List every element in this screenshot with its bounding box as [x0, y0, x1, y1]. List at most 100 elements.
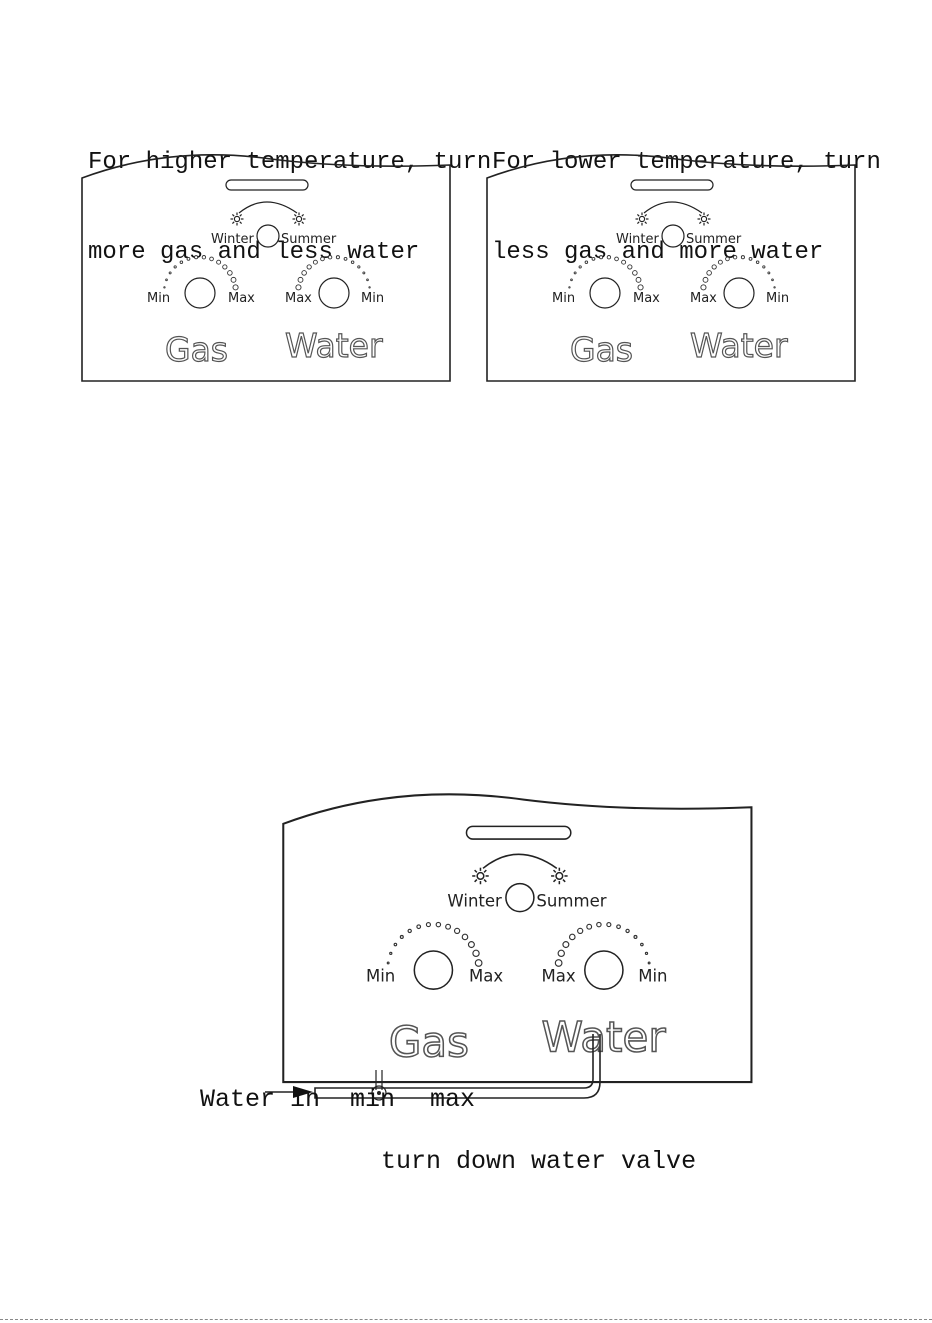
- summer-label: Summer: [536, 892, 606, 911]
- display-window: [465, 825, 572, 840]
- water-title: Water: [690, 326, 788, 365]
- level-dot: [216, 259, 222, 265]
- water-max-label: Max: [542, 967, 576, 986]
- water-knob[interactable]: [723, 277, 755, 309]
- caption-lower-line1: For lower temperature, turn: [492, 149, 881, 176]
- level-dot: [706, 270, 712, 276]
- sun-icon: [292, 212, 306, 226]
- valve-max-label: max: [430, 1085, 476, 1114]
- level-dot: [335, 255, 340, 260]
- summer-label: Summer: [686, 232, 742, 247]
- gas-level-dots: [386, 921, 483, 967]
- level-dot: [407, 928, 412, 934]
- gas-title: Gas: [165, 330, 228, 369]
- gas-level-dots: [568, 255, 644, 291]
- level-dot: [562, 941, 570, 949]
- water-knob[interactable]: [318, 277, 350, 309]
- gas-knob[interactable]: [184, 277, 216, 309]
- display-window: [630, 179, 714, 191]
- level-dot: [725, 256, 730, 262]
- gas-min-label: Min: [552, 291, 575, 306]
- level-dot: [209, 256, 214, 262]
- level-dot: [568, 933, 576, 941]
- season-arc: [482, 853, 558, 869]
- level-dot: [568, 286, 571, 289]
- water-inlet-pipe: [265, 1034, 601, 1101]
- level-dot: [435, 921, 442, 928]
- level-dot: [700, 284, 707, 291]
- level-dot: [637, 284, 644, 291]
- gas-max-label: Max: [469, 967, 503, 986]
- season-knob[interactable]: [661, 224, 685, 248]
- gas-knob[interactable]: [589, 277, 621, 309]
- level-dot: [194, 255, 199, 260]
- season-knob[interactable]: [505, 882, 535, 913]
- level-dot: [453, 927, 461, 935]
- level-dot: [327, 255, 333, 260]
- level-dot: [232, 284, 239, 291]
- level-dot: [312, 259, 318, 265]
- level-dot: [586, 923, 593, 930]
- level-dot: [596, 921, 602, 928]
- season-arc: [643, 201, 703, 214]
- level-dot: [702, 276, 709, 283]
- winter-label: Winter: [211, 232, 255, 247]
- level-dot: [472, 949, 480, 958]
- level-dot: [297, 276, 304, 283]
- level-dot: [578, 265, 582, 269]
- level-dot: [732, 255, 738, 260]
- panel-outline: [282, 793, 753, 1084]
- level-dot: [222, 264, 228, 270]
- level-dot: [570, 278, 573, 282]
- water-valve-knob[interactable]: [371, 1085, 387, 1101]
- level-dot: [771, 278, 774, 282]
- water-max-label: Max: [690, 291, 717, 306]
- level-dot: [425, 922, 432, 928]
- level-dot: [640, 942, 644, 947]
- valve-min-label-wrap: min: [320, 1056, 395, 1114]
- level-dot: [368, 286, 371, 289]
- sun-icon: [230, 212, 244, 226]
- level-dot: [614, 256, 619, 262]
- valve-water-in-label: Water in: [170, 1056, 320, 1114]
- level-dot: [625, 928, 630, 934]
- level-dot: [616, 924, 621, 930]
- valve-max-label-wrap: max: [400, 1056, 475, 1114]
- level-dot: [627, 264, 633, 270]
- display-window: [225, 179, 309, 191]
- page-footer-rule: [0, 1319, 932, 1320]
- level-dot: [350, 260, 355, 264]
- season-knob[interactable]: [256, 224, 280, 248]
- level-dot: [416, 924, 422, 930]
- water-level-dots: [554, 921, 651, 967]
- level-dot: [762, 265, 766, 269]
- water-title: Water: [542, 1013, 667, 1062]
- caption-higher-temp: For higher temperature, turn more gas an…: [88, 88, 491, 298]
- level-dot: [399, 934, 404, 939]
- level-dot: [717, 259, 723, 265]
- level-dot: [647, 961, 651, 965]
- level-dot: [357, 265, 361, 269]
- panel-outline: [81, 154, 451, 382]
- gas-knob[interactable]: [413, 950, 454, 990]
- level-dot: [230, 276, 237, 283]
- level-dot: [393, 942, 398, 947]
- gas-level-dots: [163, 255, 239, 291]
- level-dot: [295, 284, 302, 291]
- level-dot: [599, 255, 604, 260]
- level-dot: [343, 257, 348, 261]
- level-dot: [711, 264, 717, 270]
- season-arc: [238, 201, 298, 214]
- level-dot: [186, 257, 191, 261]
- gas-title: Gas: [570, 330, 633, 369]
- water-max-label: Max: [285, 291, 312, 306]
- caption-higher-line1: For higher temperature, turn: [88, 149, 492, 176]
- gas-title: Gas: [389, 1018, 469, 1067]
- level-dot: [163, 286, 166, 289]
- water-knob[interactable]: [584, 950, 624, 990]
- pipe-outline: [314, 1034, 601, 1099]
- level-dot: [201, 255, 207, 260]
- sun-icon: [697, 212, 711, 226]
